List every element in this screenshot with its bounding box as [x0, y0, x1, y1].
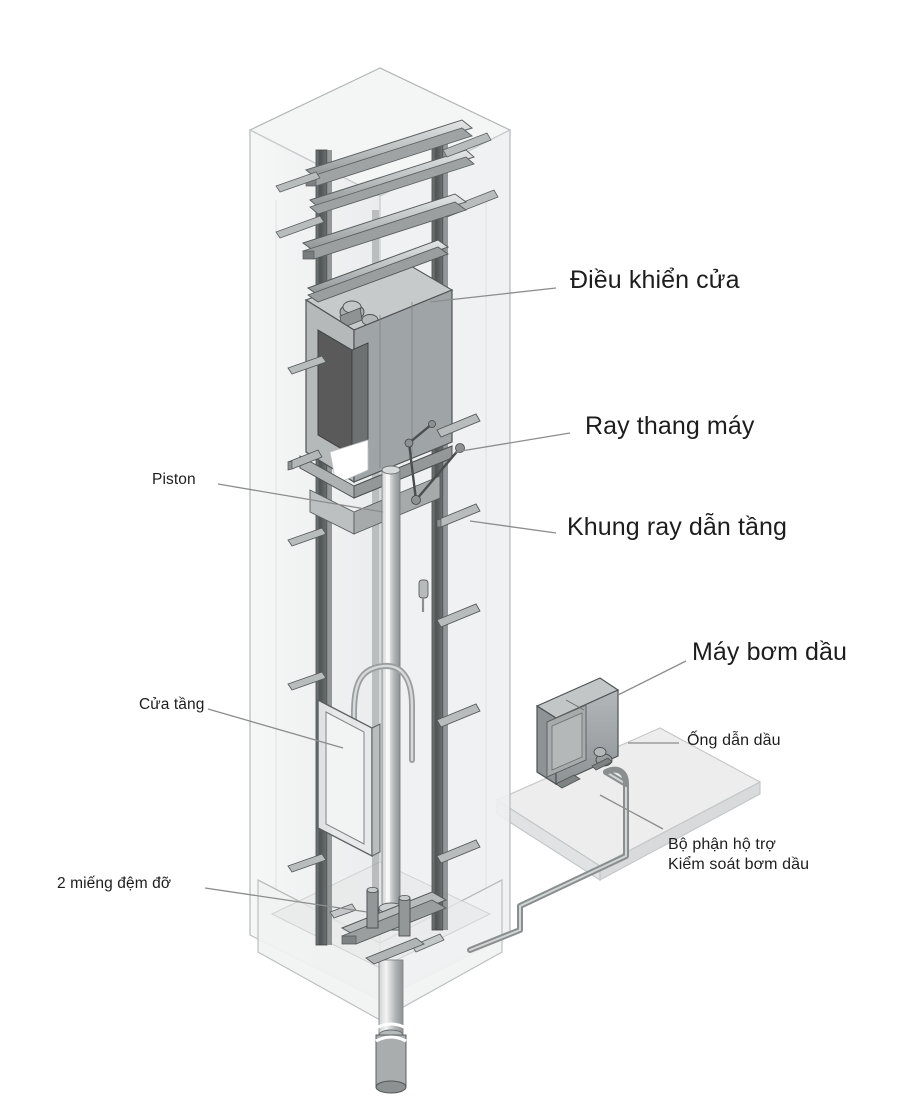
label-landing-rail-bracket: Khung ray dẫn tầng	[567, 513, 788, 541]
elevator-car	[287, 289, 465, 535]
landing-door	[317, 698, 381, 858]
label-oil-pump: Máy bơm dầu	[692, 638, 848, 666]
buffer-pads	[329, 887, 448, 965]
label-pump-control-unit: Bộ phận hộ trợ Kiểm soát bơm dầu	[668, 836, 810, 874]
flexible-hose	[350, 579, 429, 763]
oil-pipe	[467, 766, 629, 953]
label-piston: Piston	[152, 471, 196, 488]
label-oil-pipe: Ống dẫn dầu	[687, 732, 781, 749]
guide-rails	[315, 129, 448, 946]
label-elevator-guide-rail: Ray thang máy	[585, 412, 755, 440]
door-operator-assembly	[304, 239, 454, 331]
oil-pump-unit	[535, 677, 620, 789]
label-buffer-pads: 2 miếng đệm đỡ	[57, 875, 172, 892]
label-landing-door: Cửa tầng	[139, 696, 205, 713]
landing-rail-brackets	[287, 355, 481, 873]
leader-lines	[204, 287, 687, 913]
label-door-operator: Điều khiển cửa	[570, 266, 740, 294]
head-beams	[275, 119, 499, 239]
car-crosshead	[301, 193, 468, 260]
